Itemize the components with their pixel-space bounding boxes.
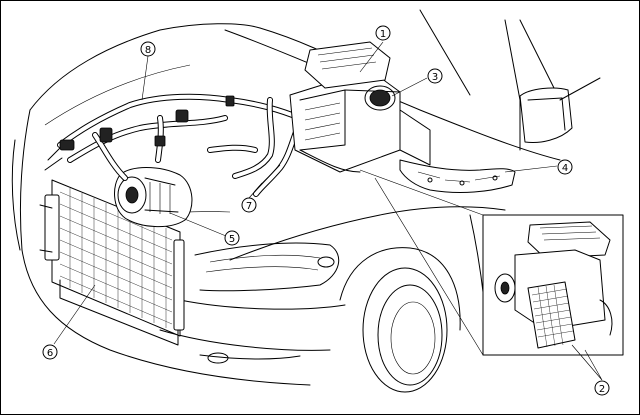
ac-unit bbox=[289, 41, 431, 173]
callout-label: 1 bbox=[380, 29, 386, 40]
callout-circle bbox=[375, 25, 391, 41]
air-duct bbox=[399, 159, 516, 193]
callout-label: 5 bbox=[229, 234, 235, 245]
vehicle-body-outline bbox=[11, 9, 601, 393]
callout-circle bbox=[224, 230, 240, 246]
callout-label: 7 bbox=[246, 201, 252, 212]
callout-5: 5 bbox=[224, 230, 240, 246]
leader-lines bbox=[53, 41, 603, 381]
callout-circle bbox=[594, 380, 610, 396]
callout-3: 3 bbox=[427, 68, 443, 84]
callout-1: 1 bbox=[375, 25, 391, 41]
callout-circle bbox=[140, 41, 156, 57]
callout-7: 7 bbox=[241, 197, 257, 213]
callout-label: 6 bbox=[47, 348, 53, 359]
refrigerant-lines bbox=[44, 93, 303, 181]
callout-4: 4 bbox=[557, 159, 573, 175]
callout-label: 4 bbox=[562, 163, 568, 174]
inset-detail-box bbox=[359, 169, 624, 356]
callout-circle bbox=[241, 197, 257, 213]
callout-label: 3 bbox=[432, 72, 438, 83]
compressor bbox=[114, 167, 193, 228]
callout-circle bbox=[42, 344, 58, 360]
callout-2: 2 bbox=[594, 380, 610, 396]
callout-6: 6 bbox=[42, 344, 58, 360]
callout-circle bbox=[557, 159, 573, 175]
callout-label: 2 bbox=[599, 384, 605, 395]
callout-8: 8 bbox=[140, 41, 156, 57]
callout-label: 8 bbox=[145, 45, 151, 56]
callout-circle bbox=[427, 68, 443, 84]
